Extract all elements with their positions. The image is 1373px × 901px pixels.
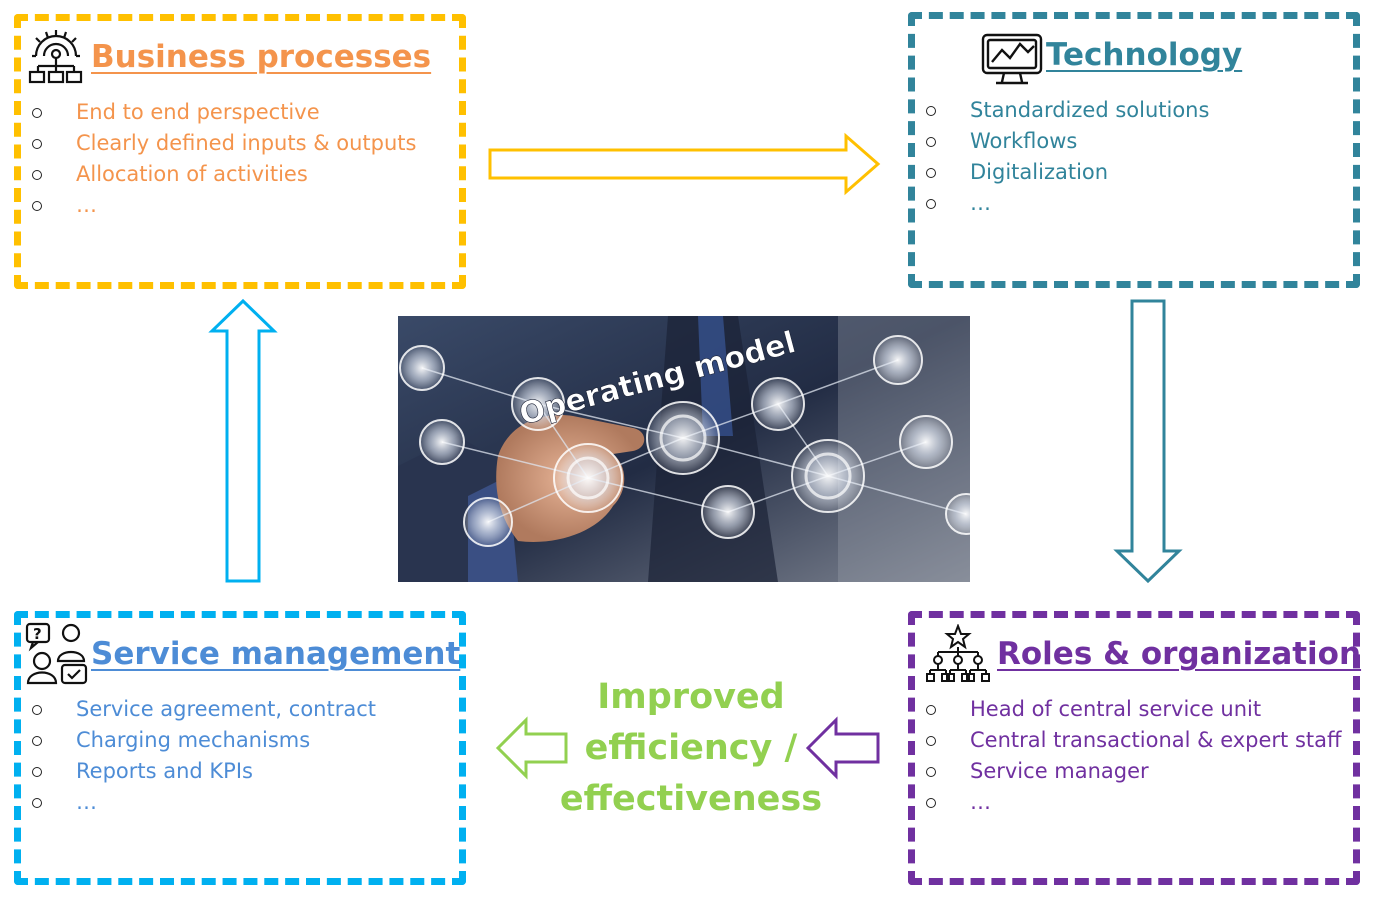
arrow-up-icon [208, 298, 278, 583]
result-text: Improved efficiency / effectiveness [541, 672, 841, 825]
list-item: Allocation of activities [32, 159, 416, 190]
circle-bullet-icon [926, 798, 936, 808]
arrow-left-icon [805, 716, 880, 780]
circle-bullet-icon [32, 767, 42, 777]
list-item: Service manager [926, 756, 1341, 787]
list-item: … [32, 787, 376, 818]
list-item: Service agreement, contract [32, 694, 376, 725]
business-processes-title: Business processes [91, 39, 432, 75]
service-management-title: Service management [91, 636, 461, 672]
circle-bullet-icon [926, 736, 936, 746]
list-item: … [926, 188, 1209, 219]
technology-list: Standardized solutions Workflows Digital… [926, 95, 1209, 219]
circle-bullet-icon [926, 168, 936, 178]
circle-bullet-icon [32, 170, 42, 180]
circle-bullet-icon [32, 798, 42, 808]
circle-bullet-icon [32, 139, 42, 149]
circle-bullet-icon [926, 106, 936, 116]
list-item: Reports and KPIs [32, 756, 376, 787]
roles-organization-list: Head of central service unit Central tra… [926, 694, 1341, 818]
list-item: Head of central service unit [926, 694, 1341, 725]
business-processes-box [14, 14, 466, 289]
list-item: End to end perspective [32, 97, 416, 128]
arrow-down-icon [1113, 299, 1183, 584]
business-processes-list: End to end perspective Clearly defined i… [32, 97, 416, 221]
list-item: Workflows [926, 126, 1209, 157]
service-management-box [14, 611, 466, 885]
technology-title: Technology [1046, 37, 1243, 73]
people-conversation-icon: ? [25, 622, 88, 685]
technology-box [908, 12, 1360, 288]
list-item: … [32, 190, 416, 221]
gear-flowchart-icon [28, 30, 83, 84]
list-item: Central transactional & expert staff [926, 725, 1341, 756]
result-line: efficiency / [584, 728, 798, 768]
monitor-chart-icon [981, 33, 1043, 85]
circle-bullet-icon [32, 201, 42, 211]
list-item: Charging mechanisms [32, 725, 376, 756]
circle-bullet-icon [32, 736, 42, 746]
list-item: … [926, 787, 1341, 818]
result-line: Improved [597, 677, 785, 717]
list-item: Standardized solutions [926, 95, 1209, 126]
circle-bullet-icon [32, 108, 42, 118]
roles-organization-title: Roles & organization [997, 636, 1362, 672]
arrow-right-icon [488, 132, 881, 196]
circle-bullet-icon [926, 705, 936, 715]
list-item: Clearly defined inputs & outputs [32, 128, 416, 159]
result-line: effectiveness [559, 779, 823, 819]
operating-model-image: Operating model [398, 316, 970, 582]
org-chart-icon [926, 624, 990, 682]
svg-text:?: ? [33, 625, 42, 643]
roles-organization-box [908, 611, 1360, 885]
service-management-list: Service agreement, contract Charging mec… [32, 694, 376, 818]
list-item: Digitalization [926, 157, 1209, 188]
circle-bullet-icon [926, 767, 936, 777]
arrow-left-icon [495, 716, 568, 780]
circle-bullet-icon [32, 705, 42, 715]
circle-bullet-icon [926, 137, 936, 147]
circle-bullet-icon [926, 199, 936, 209]
